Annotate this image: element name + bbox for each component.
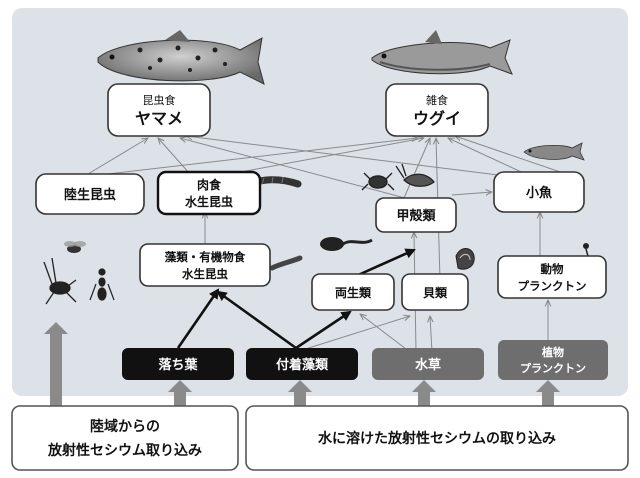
- attached-algae-label: 付着藻類: [276, 357, 329, 373]
- node-amphibians: 両生類: [311, 273, 395, 311]
- algae-insects-label: 水生昆虫: [182, 267, 228, 281]
- node-zooplankton: 動物 プランクトン: [497, 255, 607, 299]
- source-aquatic-plants: 水草: [372, 348, 484, 380]
- shrimp-icon: [395, 163, 435, 187]
- node-land-insects: 陸生昆虫: [35, 173, 145, 215]
- source-fallen-leaves: 落ち葉: [122, 348, 234, 380]
- phytoplankton-line1: 植物: [541, 345, 564, 359]
- amphibians-label: 両生類: [335, 285, 372, 300]
- yamame-label: ヤマメ: [135, 109, 183, 128]
- snail-icon: [455, 248, 475, 270]
- yamame-diet: 昆虫食: [143, 93, 176, 107]
- ugui-diet: 雑食: [426, 93, 448, 107]
- carnivorous-diet: 肉食: [197, 177, 222, 192]
- ant-icon: [89, 268, 115, 301]
- trout-icon: [97, 30, 265, 85]
- node-ugui: 雑食 ウグイ: [385, 83, 489, 137]
- crustaceans-label: 甲殻類: [396, 208, 436, 224]
- source-attached-algae: 付着藻類: [246, 348, 358, 380]
- aquatic-plants-label: 水草: [415, 357, 441, 373]
- cricket-icon: [43, 257, 77, 305]
- tadpole-icon: [320, 237, 373, 251]
- food-web-arrows: [87, 136, 573, 353]
- phytoplankton-line2: プランクトン: [520, 361, 586, 375]
- input-terrestrial: 陸域からの 放射性セシウム取り込み: [11, 405, 239, 471]
- terrestrial-input-line2: 放射性セシウム取り込み: [47, 442, 202, 459]
- fly-icon: [64, 241, 86, 253]
- input-arrows: [44, 322, 560, 406]
- node-carnivorous-aquatic-insects: 肉食 水生昆虫: [156, 170, 262, 216]
- zooplankton-line2: プランクトン: [518, 279, 587, 293]
- zooplankton-line1: 動物: [541, 262, 564, 276]
- node-algae-organic-aquatic-insects: 藻類・有機物食 水生昆虫: [139, 243, 271, 287]
- source-phytoplankton: 植物 プランクトン: [498, 340, 608, 380]
- node-crustaceans: 甲殻類: [375, 197, 457, 233]
- land-insects-label: 陸生昆虫: [64, 187, 116, 203]
- bold-arrows: [176, 248, 416, 350]
- copepod-icon: [583, 243, 589, 257]
- fallen-leaves-label: 落ち葉: [158, 357, 198, 373]
- algae-diet: 藻類・有機物食: [165, 250, 246, 264]
- aquatic-input-label: 水に溶けた放射性セシウムの取り込み: [318, 430, 556, 447]
- input-aquatic: 水に溶けた放射性セシウムの取り込み: [245, 405, 629, 471]
- ugui-label: ウグイ: [413, 109, 461, 128]
- shellfish-label: 貝類: [423, 285, 448, 300]
- node-yamame: 昆虫食 ヤマメ: [107, 83, 211, 137]
- larva-icon-2: [269, 255, 303, 271]
- terrestrial-input-line1: 陸域からの: [90, 418, 160, 435]
- dace-icon: [371, 30, 513, 75]
- node-shellfish: 貝類: [401, 273, 469, 311]
- carnivorous-label: 水生昆虫: [185, 194, 233, 209]
- small-fish-label: 小魚: [526, 185, 552, 201]
- crab-icon: [361, 172, 395, 191]
- node-small-fish: 小魚: [493, 171, 585, 213]
- minnow-icon: [523, 142, 585, 161]
